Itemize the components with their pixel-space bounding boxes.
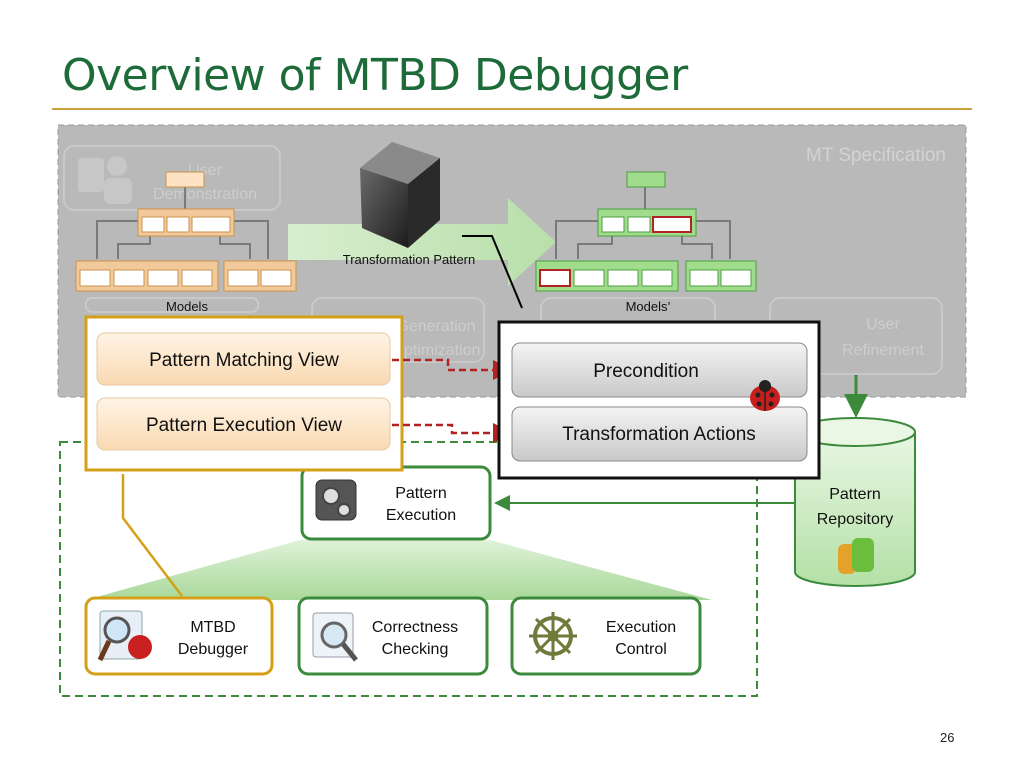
execution-fan — [86, 540, 712, 600]
precondition-button[interactable] — [511, 342, 808, 398]
repository-line1: Pattern — [829, 486, 881, 503]
mt-specification-label: MT Specification — [806, 145, 946, 166]
models-prime-label: Models’ — [626, 299, 671, 314]
correctness-line2: Checking — [382, 641, 449, 658]
user-refinement-line2: Refinement — [842, 342, 924, 359]
optimization-label: Optimization — [392, 342, 481, 359]
pattern-repository: Pattern Repository — [794, 417, 916, 587]
models-label: Models — [166, 299, 208, 314]
user-demonstration-icon — [78, 156, 132, 204]
pattern-matching-view-label: Pattern Matching View — [149, 350, 339, 371]
user-demonstration-line2: Demonstration — [153, 186, 257, 203]
database-icon — [838, 538, 874, 574]
execution-control-line1: Execution — [606, 619, 676, 636]
magnifier-icon — [312, 612, 358, 662]
source-model-tree — [75, 171, 297, 292]
transformation-actions-label: Transformation Actions — [562, 424, 756, 445]
execution-control-line2: Control — [615, 641, 667, 658]
slide-title: Overview of MTBD Debugger — [62, 50, 688, 101]
matching-to-precondition-arrow — [392, 358, 513, 380]
gears-icon — [315, 479, 357, 521]
pattern-execution-view-button[interactable] — [96, 397, 391, 451]
target-model-tree — [535, 171, 757, 292]
correctness-line1: Correctness — [372, 619, 458, 636]
transformation-pattern-label: Transformation Pattern — [343, 252, 475, 267]
ladybug-icon — [750, 380, 780, 411]
repository-line2: Repository — [817, 511, 893, 528]
pattern-matching-view-button[interactable] — [96, 332, 391, 386]
views-to-debugger-connector — [121, 474, 183, 597]
pattern-connector-line — [462, 235, 523, 309]
page-number: 26 — [940, 730, 955, 745]
transformation-actions-button[interactable] — [511, 406, 808, 462]
transformation-pattern-cube-icon — [360, 142, 440, 248]
ship-wheel-icon — [529, 612, 577, 660]
pattern-execution-view-label: Pattern Execution View — [146, 415, 342, 436]
pattern-execution-line1: Pattern — [395, 485, 447, 502]
user-refinement-line1: User — [866, 316, 900, 333]
title-divider — [52, 108, 972, 110]
generation-label: Generation — [396, 318, 475, 335]
transformation-arrow — [288, 198, 556, 286]
debugger-framework-region — [59, 441, 758, 697]
correctness-checking-box[interactable]: Correctness Checking — [297, 596, 489, 676]
debugger-icon — [97, 610, 152, 662]
execution-control-box[interactable]: Execution Control — [510, 596, 702, 676]
pattern-execution-box: Pattern Execution — [300, 465, 492, 541]
mtbd-debugger-line1: MTBD — [190, 619, 235, 636]
mtbd-debugger-box[interactable]: MTBD Debugger — [84, 596, 274, 676]
pattern-execution-line2: Execution — [386, 507, 456, 524]
precondition-label: Precondition — [593, 361, 699, 382]
transformation-pattern-box: Precondition Transformation Actions — [497, 320, 821, 480]
execution-to-actions-arrow — [392, 423, 513, 443]
mtbd-debugger-line2: Debugger — [178, 641, 249, 658]
views-panel: Pattern Matching View Pattern Execution … — [84, 315, 404, 472]
